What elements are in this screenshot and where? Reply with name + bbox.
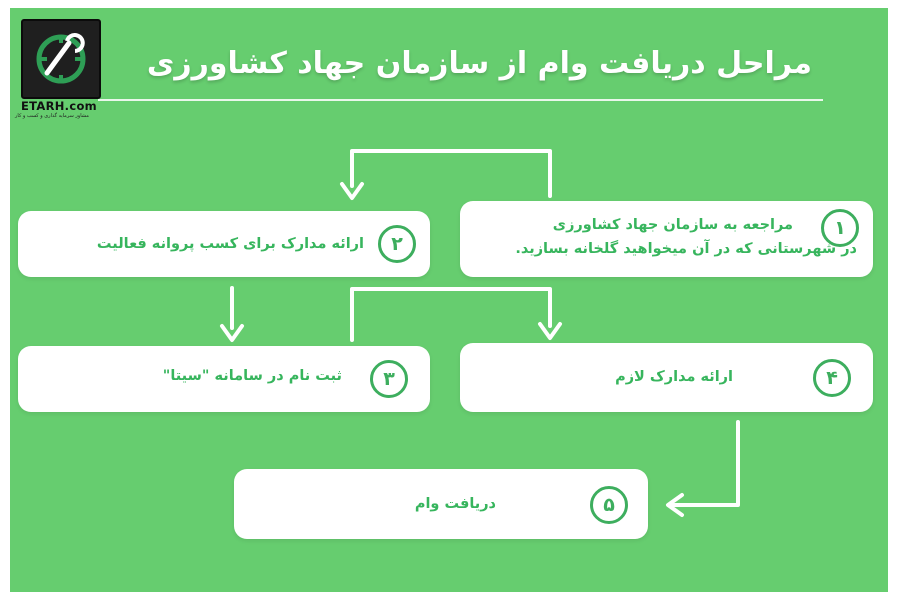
step-2-label: ارائه مدارک برای کسب پروانه فعالیت <box>96 236 364 252</box>
step-badge-2: ۲ <box>378 225 416 263</box>
page-title: مراحل دریافت وام از سازمان جهاد کشاورزی <box>146 46 812 81</box>
step-1-line-2: در شهرستانی که در آن میخواهید گلخانه بسا… <box>515 241 857 257</box>
arrow-head-icon <box>538 322 562 340</box>
logo-badge <box>21 19 101 99</box>
logo: ETARH.com مشاور سرمایه گذاری و کسب و کار <box>15 19 101 119</box>
arrow-head-icon <box>666 493 684 517</box>
step-badge-5: ۵ <box>590 486 628 524</box>
connector-4-to-5 <box>668 420 740 507</box>
logo-tagline: مشاور سرمایه گذاری و کسب و کار <box>15 113 89 119</box>
step-badge-4: ۴ <box>813 359 851 397</box>
step-badge-3: ۳ <box>370 360 408 398</box>
title-underline <box>98 99 823 101</box>
step-card-2: ارائه مدارک برای کسب پروانه فعالیت ۲ <box>18 211 430 277</box>
step-4-label: ارائه مدارک لازم <box>615 369 733 385</box>
connector-1-to-2 <box>350 149 552 198</box>
gear-wrench-logo-icon <box>36 33 86 84</box>
step-1-line-1: مراجعه به سازمان جهاد کشاورزی <box>552 217 793 233</box>
arrow-head-icon <box>220 324 244 342</box>
flow-connectors <box>220 149 740 517</box>
step-card-4: ارائه مدارک لازم ۴ <box>460 343 873 412</box>
connector-3-to-4 <box>350 287 552 342</box>
step-5-label: دریافت وام <box>414 496 496 512</box>
step-card-5: دریافت وام ۵ <box>234 469 648 539</box>
step-3-label: ثبت نام در سامانه "سیتا" <box>162 368 342 384</box>
step-card-1: مراجعه به سازمان جهاد کشاورزی در شهرستان… <box>460 201 873 277</box>
step-badge-1: ۱ <box>821 209 859 247</box>
logo-name: ETARH.com <box>21 99 97 113</box>
step-card-3: ثبت نام در سامانه "سیتا" ۳ <box>18 346 430 412</box>
arrow-head-icon <box>340 182 364 200</box>
diagram-canvas: ETARH.com مشاور سرمایه گذاری و کسب و کار… <box>10 8 888 592</box>
